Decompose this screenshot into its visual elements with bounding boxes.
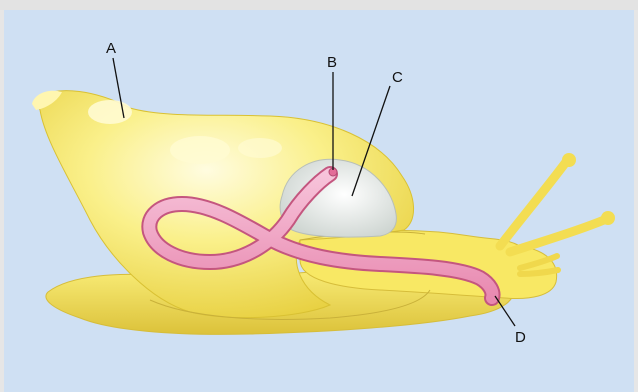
label-c: C (392, 69, 403, 86)
middle-tentacle-tip (601, 211, 615, 225)
label-d: D (515, 329, 526, 346)
shell-highlight-2 (170, 136, 230, 164)
middle-tentacle (510, 220, 604, 252)
label-a: A (106, 40, 116, 57)
shell-highlight-1 (88, 100, 132, 124)
shell-highlight-3 (238, 138, 282, 158)
label-b: B (327, 54, 337, 71)
upper-tentacle-tip (562, 153, 576, 167)
